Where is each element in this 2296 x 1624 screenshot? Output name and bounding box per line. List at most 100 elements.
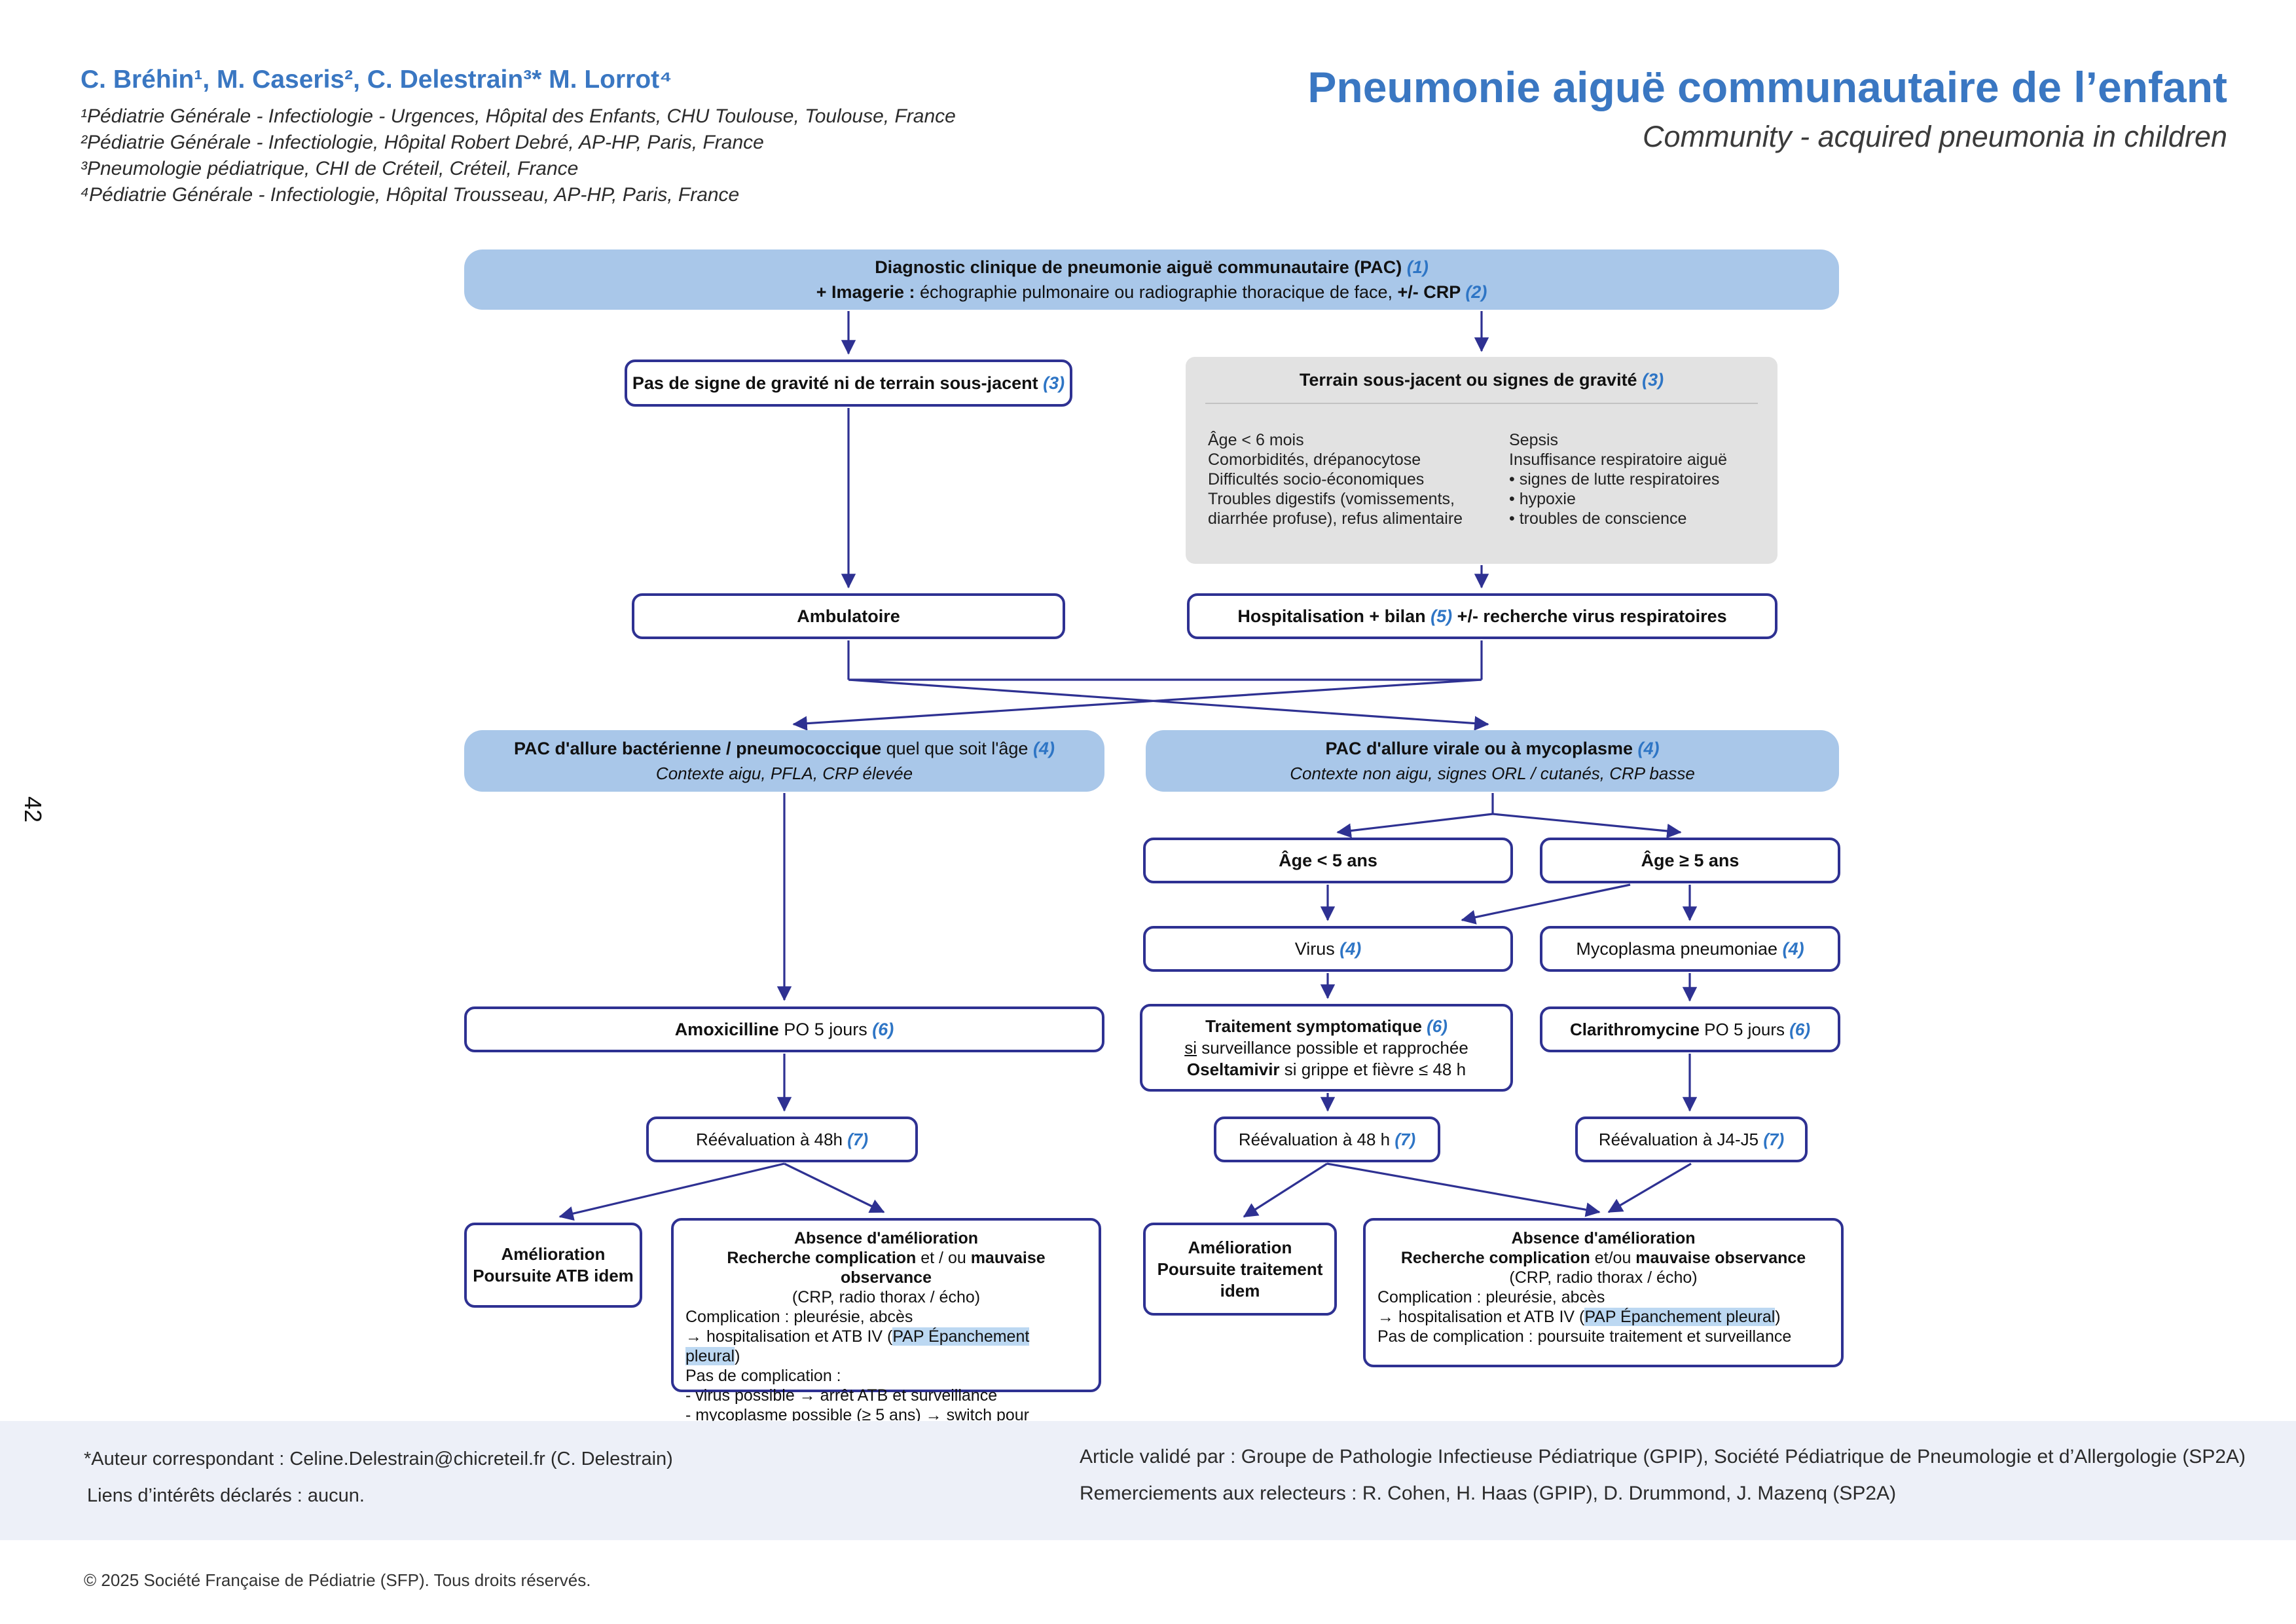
affiliation-1: ¹Pédiatrie Générale - Infectiologie - Ur… bbox=[81, 105, 956, 127]
virus-text: Virus (4) bbox=[1295, 936, 1362, 961]
node-mycoplasma: Mycoplasma pneumoniae (4) bbox=[1540, 926, 1840, 972]
no-severity-label: Pas de signe de gravité ni de terrain so… bbox=[632, 373, 1044, 393]
node-terrain-severity: Terrain sous-jacent ou signes de gravité… bbox=[1186, 357, 1777, 564]
absence-right-crp-line: (CRP, radio thorax / écho) bbox=[1509, 1268, 1698, 1287]
node-amoxicilline: Amoxicilline PO 5 jours (6) bbox=[464, 1006, 1104, 1052]
amoxicilline-text: Amoxicilline PO 5 jours (6) bbox=[675, 1017, 894, 1042]
hospitalisation-atb-text: → hospitalisation et ATB IV ( bbox=[685, 1327, 893, 1346]
symptomatic-line-3: Oseltamivir si grippe et fièvre ≤ 48 h bbox=[1187, 1059, 1466, 1080]
ref-7b: (7) bbox=[1394, 1130, 1416, 1149]
mauvaise-observance-label: mauvaise observance bbox=[841, 1249, 1046, 1287]
reevaluation-left-text: Réévaluation à 48h (7) bbox=[696, 1127, 868, 1152]
hospitalisation-atb-text-2: → hospitalisation et ATB IV ( bbox=[1377, 1308, 1585, 1326]
ref-7c: (7) bbox=[1763, 1130, 1785, 1149]
node-amelioration-left: Amélioration Poursuite ATB idem bbox=[464, 1223, 642, 1308]
ref-4b: (4) bbox=[1637, 739, 1660, 758]
absence-left-title: Absence d'amélioration bbox=[793, 1229, 979, 1247]
reevaluation-mid-label: Réévaluation à 48 h bbox=[1238, 1130, 1395, 1149]
node-age-under-5: Âge < 5 ans bbox=[1143, 838, 1513, 883]
mauvaise-observance-label-2: mauvaise observance bbox=[1635, 1249, 1806, 1267]
node-pac-viral: PAC d'allure virale ou à mycoplasme (4) … bbox=[1146, 730, 1839, 792]
affiliation-4: ⁴Pédiatrie Générale - Infectiologie, Hôp… bbox=[81, 184, 740, 206]
mycoplasma-label: Mycoplasma pneumoniae bbox=[1576, 939, 1783, 959]
crp-label: +/- CRP bbox=[1397, 282, 1466, 302]
et-ou-text: et / ou bbox=[916, 1249, 971, 1267]
absence-left-virus-line: - virus possible → arrêt ATB et surveill… bbox=[685, 1386, 998, 1405]
pac-viral-context: Contexte non aigu, signes ORL / cutanés,… bbox=[1290, 764, 1695, 783]
terrain-left-column: Âge < 6 mois Comorbidités, drépanocytose… bbox=[1208, 431, 1463, 528]
hospitalisation-suffix: +/- recherche virus respiratoires bbox=[1452, 606, 1727, 626]
absence-right-subtitle: Recherche complication et/ou mauvaise ob… bbox=[1377, 1248, 1829, 1268]
pac-bacterial-context: Contexte aigu, PFLA, CRP élevée bbox=[655, 764, 913, 783]
ref-4a: (4) bbox=[1032, 739, 1055, 758]
node-clarithromycine: Clarithromycine PO 5 jours (6) bbox=[1540, 1006, 1840, 1052]
copyright-line: © 2025 Société Française de Pédiatrie (S… bbox=[84, 1570, 591, 1590]
recherche-complication-label: Recherche complication bbox=[727, 1249, 917, 1267]
ref-6b: (6) bbox=[1427, 1016, 1448, 1036]
et-ou-text-2: et/ou bbox=[1590, 1249, 1636, 1267]
oseltamivir-label: Oseltamivir bbox=[1186, 1059, 1280, 1079]
absence-left-subtitle: Recherche complication et / ou mauvaise … bbox=[685, 1248, 1087, 1287]
imagerie-text: échographie pulmonaire ou radiographie t… bbox=[920, 282, 1398, 302]
absence-right-no-complication-line: Pas de complication : poursuite traiteme… bbox=[1377, 1327, 1792, 1346]
terrain-title: Terrain sous-jacent ou signes de gravité… bbox=[1186, 367, 1777, 392]
symptomatic-line-2: si surveillance possible et rapprochée bbox=[1184, 1037, 1468, 1059]
affiliation-3: ³Pneumologie pédiatrique, CHI de Créteil… bbox=[81, 158, 579, 179]
node-reevaluation-j4-j5: Réévaluation à J4-J5 (7) bbox=[1575, 1116, 1808, 1162]
hospitalisation-label: Hospitalisation + bilan bbox=[1237, 606, 1431, 626]
thanks-line: Remerciements aux relecteurs : R. Cohen,… bbox=[1080, 1483, 1897, 1504]
pap-highlight-2: PAP Épanchement pleural bbox=[1584, 1308, 1776, 1326]
reevaluation-right-label: Réévaluation à J4-J5 bbox=[1598, 1130, 1764, 1149]
affiliations-block: ¹Pédiatrie Générale - Infectiologie - Ur… bbox=[81, 103, 956, 208]
node-no-severity: Pas de signe de gravité ni de terrain so… bbox=[625, 360, 1072, 407]
ref-7a: (7) bbox=[847, 1130, 869, 1149]
affiliation-2: ²Pédiatrie Générale - Infectiologie, Hôp… bbox=[81, 132, 764, 153]
oseltamivir-condition: si grippe et fièvre ≤ 48 h bbox=[1279, 1059, 1467, 1079]
pac-bacterial-line-1: PAC d'allure bactérienne / pneumococciqu… bbox=[514, 736, 1055, 761]
absence-left-no-complication-line: Pas de complication : bbox=[685, 1367, 841, 1385]
clarithromycine-label: Clarithromycine bbox=[1569, 1020, 1700, 1039]
page-number: 42 bbox=[20, 796, 47, 823]
pac-viral-line-1: PAC d'allure virale ou à mycoplasme (4) bbox=[1325, 736, 1659, 761]
reevaluation-left-label: Réévaluation à 48h bbox=[695, 1130, 848, 1149]
node-age-over-5: Âge ≥ 5 ans bbox=[1540, 838, 1840, 883]
absence-right-title: Absence d'amélioration bbox=[1511, 1229, 1696, 1247]
absence-right-complication-line: Complication : pleurésie, abcès bbox=[1377, 1288, 1605, 1306]
node-diagnostic: Diagnostic clinique de pneumonie aiguë c… bbox=[464, 249, 1839, 310]
footer-band bbox=[0, 1421, 2296, 1540]
symptomatic-label: Traitement symptomatique bbox=[1205, 1016, 1427, 1036]
validated-line: Article validé par : Groupe de Pathologi… bbox=[1080, 1446, 2246, 1467]
reevaluation-right-text: Réévaluation à J4-J5 (7) bbox=[1599, 1127, 1784, 1152]
clarithromycine-suffix: PO 5 jours bbox=[1699, 1020, 1790, 1039]
virus-label: Virus bbox=[1294, 939, 1340, 959]
ref-1: (1) bbox=[1406, 257, 1429, 277]
ref-3b: (3) bbox=[1642, 370, 1664, 390]
authors-line: C. Bréhin¹, M. Caseris², C. Delestrain³*… bbox=[81, 65, 672, 94]
clarithromycine-text: Clarithromycine PO 5 jours (6) bbox=[1570, 1017, 1810, 1042]
node-reevaluation-48h-mid: Réévaluation à 48 h (7) bbox=[1214, 1116, 1440, 1162]
amoxicilline-label: Amoxicilline bbox=[674, 1020, 779, 1039]
si-underlined: si bbox=[1184, 1037, 1197, 1058]
ref-4d: (4) bbox=[1782, 939, 1804, 959]
absence-right-hospitalisation-line: → hospitalisation et ATB IV (PAP Épanche… bbox=[1377, 1307, 1829, 1327]
ambulatoire-label: Ambulatoire bbox=[797, 606, 900, 626]
ref-5: (5) bbox=[1430, 606, 1453, 626]
absence-left-crp-line: (CRP, radio thorax / écho) bbox=[792, 1288, 981, 1306]
diagnostic-line-1: Diagnostic clinique de pneumonie aiguë c… bbox=[875, 255, 1429, 280]
interests-line: Liens d’intérêts déclarés : aucun. bbox=[87, 1485, 365, 1506]
closing-paren-2: ) bbox=[1775, 1308, 1781, 1326]
node-absence-amelioration-left: Absence d'amélioration Recherche complic… bbox=[671, 1218, 1101, 1444]
pac-bacterial-suffix: quel que soit l'âge bbox=[881, 739, 1033, 758]
node-hospitalisation: Hospitalisation + bilan (5) +/- recherch… bbox=[1187, 593, 1777, 639]
terrain-title-label: Terrain sous-jacent ou signes de gravité bbox=[1299, 370, 1643, 390]
recherche-complication-label-2: Recherche complication bbox=[1400, 1249, 1590, 1267]
imagerie-label: + Imagerie : bbox=[816, 282, 920, 302]
hospitalisation-text: Hospitalisation + bilan (5) +/- recherch… bbox=[1237, 604, 1726, 629]
mycoplasma-text: Mycoplasma pneumoniae (4) bbox=[1576, 936, 1804, 961]
page-title: Pneumonie aiguë communautaire de l’enfan… bbox=[1307, 63, 2227, 111]
age-under-5-label: Âge < 5 ans bbox=[1279, 851, 1377, 870]
ref-6a: (6) bbox=[872, 1020, 894, 1039]
diagnostic-text: Diagnostic clinique de pneumonie aiguë c… bbox=[875, 257, 1407, 277]
age-over-5-label: Âge ≥ 5 ans bbox=[1641, 851, 1740, 870]
